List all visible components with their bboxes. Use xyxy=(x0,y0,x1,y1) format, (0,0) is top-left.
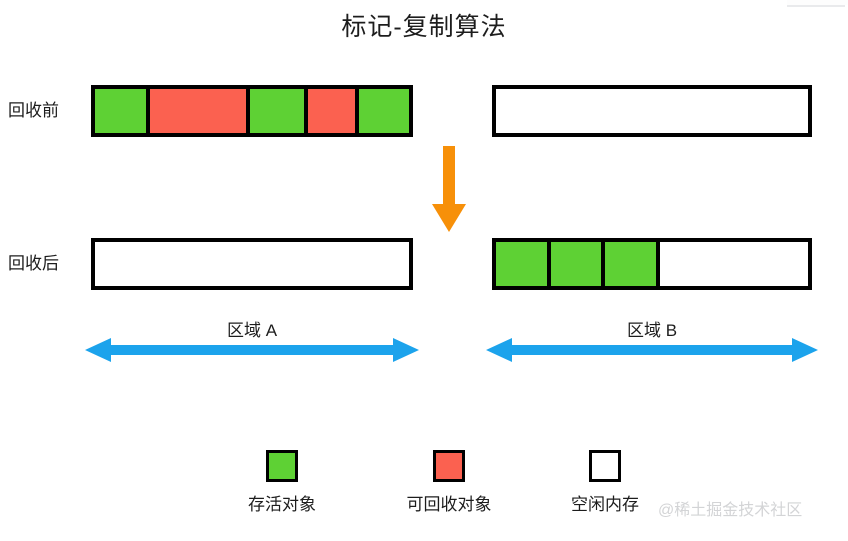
legend-swatch-green xyxy=(266,450,298,482)
legend-label-live-object: 存活对象 xyxy=(248,495,316,514)
row-label-after: 回收后 xyxy=(8,254,59,273)
memory-cell-live xyxy=(250,89,308,133)
row-label-before: 回收前 xyxy=(8,101,59,120)
memory-cell-live xyxy=(496,242,551,286)
arrow-down-icon xyxy=(428,146,470,232)
legend-label-free-memory: 空闲内存 xyxy=(571,495,639,514)
top-right-rule-background xyxy=(787,0,848,5)
memory-bar-before-region-b xyxy=(492,85,812,137)
watermark: @稀土掘金技术社区 xyxy=(658,502,803,519)
memory-cell-live xyxy=(95,89,150,133)
memory-cell-free xyxy=(95,242,409,286)
legend-item-garbage-object: 可回收对象 xyxy=(374,450,524,516)
memory-bar-after-region-a xyxy=(91,238,413,290)
region-label-b: 区域 B xyxy=(626,321,678,340)
top-right-rule xyxy=(787,5,845,7)
memory-cell-live xyxy=(550,242,606,286)
region-label-a: 区域 A xyxy=(226,321,278,340)
double-headed-arrow-icon-region-b xyxy=(486,337,818,363)
legend-label-garbage-object: 可回收对象 xyxy=(406,495,492,514)
legend-swatch-white xyxy=(589,450,621,482)
memory-cell-garbage xyxy=(307,89,360,133)
memory-cell-free xyxy=(659,242,808,286)
memory-cell-free xyxy=(496,89,808,133)
legend-item-free-memory: 空闲内存 xyxy=(530,450,680,516)
double-headed-arrow-icon-region-a xyxy=(85,337,419,363)
memory-cell-garbage xyxy=(149,89,251,133)
diagram-title: 标记-复制算法 xyxy=(341,13,507,41)
legend-swatch-red xyxy=(433,450,465,482)
memory-cell-live xyxy=(359,89,409,133)
memory-bar-after-region-b xyxy=(492,238,812,290)
memory-bar-before-region-a xyxy=(91,85,413,137)
memory-cell-live xyxy=(605,242,660,286)
legend-item-live-object: 存活对象 xyxy=(207,450,357,516)
